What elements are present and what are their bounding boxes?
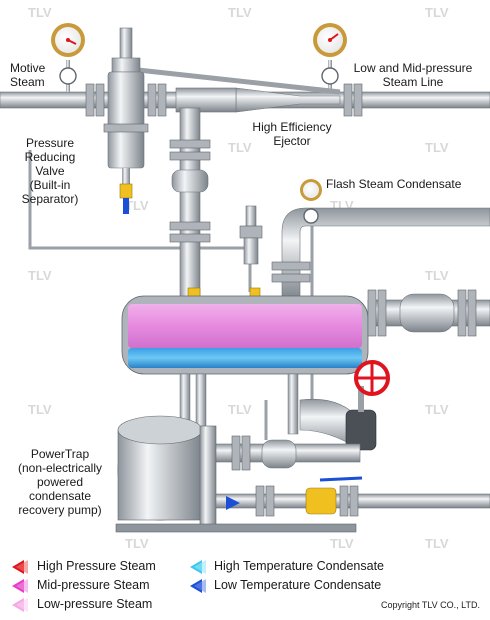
svg-text:TLV: TLV — [425, 536, 449, 551]
pressure-gauge-flash — [300, 179, 322, 224]
legend-icon-low-pressure-steam — [12, 598, 28, 612]
legend-icon-low-temperature-condensate — [190, 579, 206, 593]
svg-text:TLV: TLV — [28, 268, 52, 283]
pressure-reducing-valve — [103, 27, 149, 214]
label-high-efficiency-ejector: High Efficiency Ejector — [252, 120, 332, 148]
legend-low-pressure-steam: Low-pressure Steam — [37, 597, 153, 611]
powertrap — [115, 415, 357, 533]
legend-icon-mid-pressure-steam — [12, 579, 28, 593]
svg-text:TLV: TLV — [125, 198, 149, 213]
svg-text:TLV: TLV — [425, 140, 449, 155]
svg-text:TLV: TLV — [425, 5, 449, 20]
svg-text:TLV: TLV — [228, 5, 252, 20]
label-motive-steam: Motive Steam — [10, 61, 46, 89]
svg-text:TLV: TLV — [330, 536, 354, 551]
legend-mid-pressure-steam: Mid-pressure Steam — [37, 578, 150, 592]
svg-text:TLV: TLV — [425, 402, 449, 417]
label-powertrap: PowerTrap (non-electrically powered cond… — [17, 447, 103, 517]
legend-low-temperature-condensate: Low Temperature Condensate — [214, 578, 382, 592]
svg-text:TLV: TLV — [125, 536, 149, 551]
legend-high-temperature-condensate: High Temperature Condensate — [214, 559, 385, 573]
svg-text:TLV: TLV — [28, 5, 52, 20]
label-low-mid-pressure-steam-line: Low and Mid-pressure Steam Line — [353, 61, 473, 89]
svg-text:TLV: TLV — [425, 268, 449, 283]
gate-valve — [299, 360, 390, 451]
svg-text:TLV: TLV — [28, 402, 52, 417]
legend-icon-high-pressure-steam — [12, 560, 28, 574]
copyright: Copyright TLV CO., LTD. — [380, 600, 480, 610]
pressure-gauge-left — [51, 23, 85, 85]
receiver-tank — [121, 295, 369, 375]
main-line-flanges — [85, 83, 363, 117]
svg-text:TLV: TLV — [228, 402, 252, 417]
flash-steam-pipe — [281, 207, 490, 301]
label-flash-steam-condensate: Flash Steam Condensate — [326, 177, 462, 191]
ejector-discharge-pipe — [179, 107, 201, 309]
legend-high-pressure-steam: High Pressure Steam — [37, 559, 156, 573]
svg-text:TLV: TLV — [228, 140, 252, 155]
label-pressure-reducing-valve: Pressure Reducing Valve (Built-in Separa… — [21, 136, 79, 206]
pressure-gauge-right — [313, 23, 347, 85]
legend-icons — [12, 560, 206, 612]
legend-icon-high-temperature-condensate — [190, 560, 206, 574]
